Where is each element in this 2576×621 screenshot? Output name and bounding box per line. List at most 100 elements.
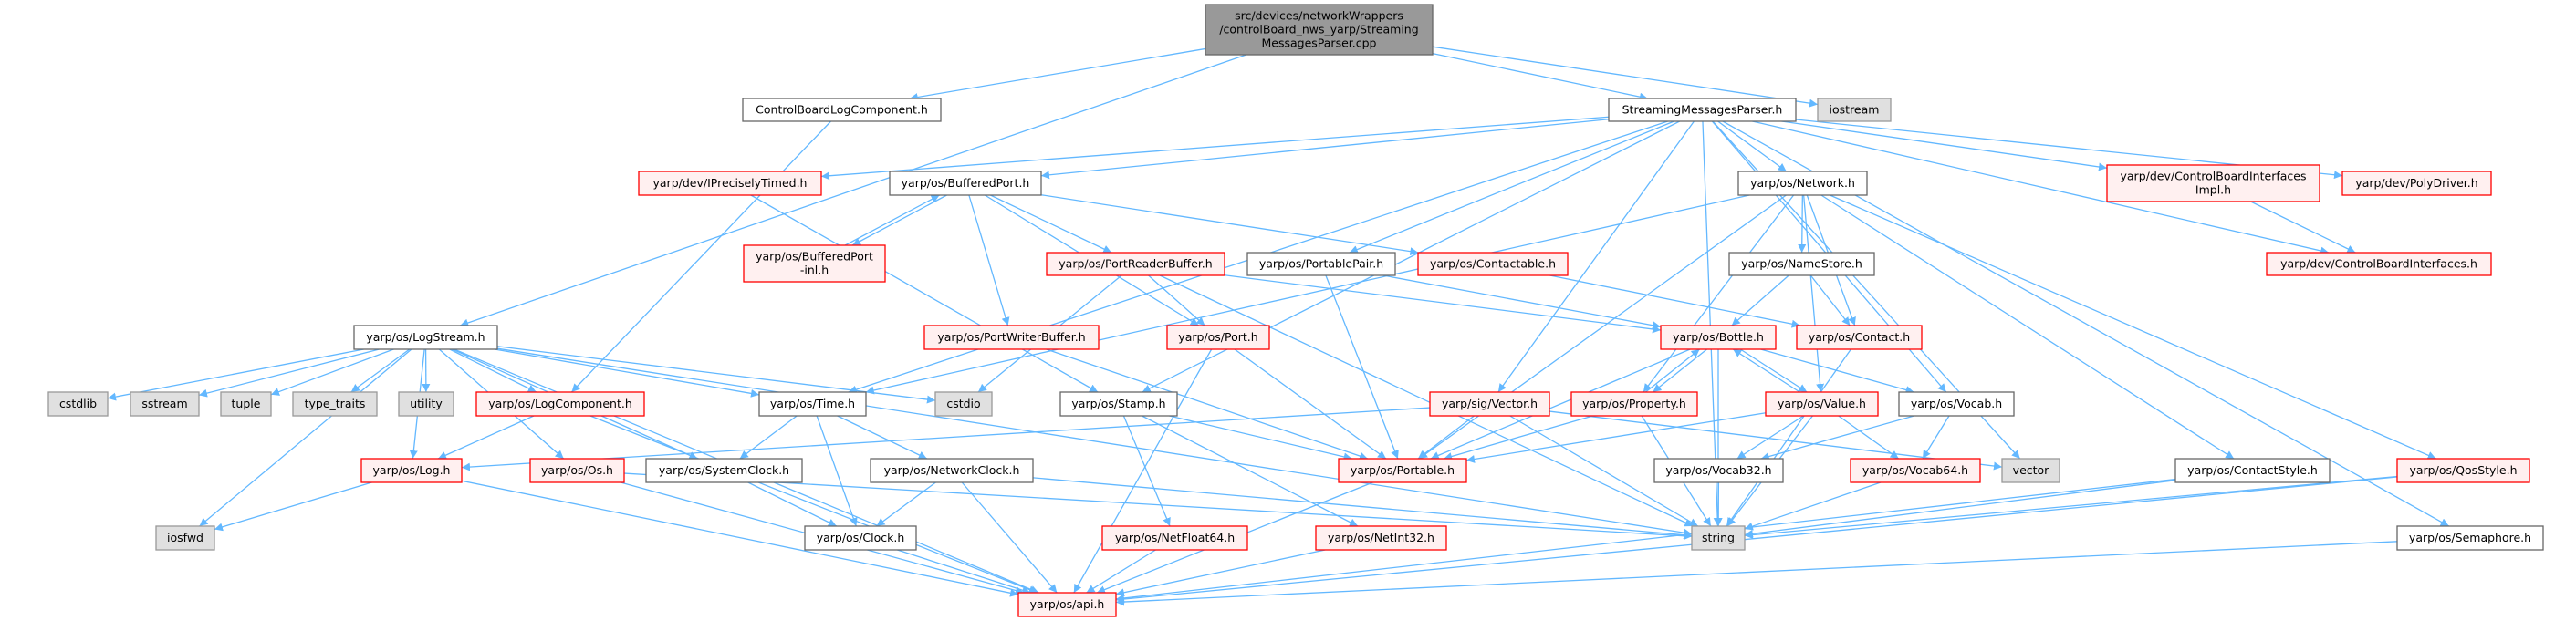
node-vocab-box[interactable] bbox=[1898, 391, 2015, 417]
node-api[interactable]: yarp/os/api.h bbox=[1017, 592, 1117, 617]
node-netint32-box[interactable] bbox=[1315, 525, 1447, 551]
node-string[interactable]: string bbox=[1691, 525, 1746, 551]
node-portwriterbuffer-box[interactable] bbox=[923, 325, 1100, 350]
node-namestore[interactable]: yarp/os/NameStore.h bbox=[1728, 252, 1875, 276]
node-portwriterbuffer[interactable]: yarp/os/PortWriterBuffer.h bbox=[923, 325, 1100, 350]
node-stamp-box[interactable] bbox=[1059, 391, 1178, 417]
node-contactstyle[interactable]: yarp/os/ContactStyle.h bbox=[2174, 458, 2331, 483]
node-vocab64-box[interactable] bbox=[1850, 458, 1981, 483]
node-logstream-box[interactable] bbox=[353, 325, 498, 350]
node-bufferedport-box[interactable] bbox=[889, 171, 1042, 196]
node-bottle-box[interactable] bbox=[1660, 325, 1777, 350]
node-os-box[interactable] bbox=[529, 458, 625, 483]
node-property[interactable]: yarp/os/Property.h bbox=[1570, 391, 1698, 417]
node-cblogcomp[interactable]: ControlBoardLogComponent.h bbox=[742, 98, 942, 122]
node-property-box[interactable] bbox=[1570, 391, 1698, 417]
node-bufferedportinl-box[interactable] bbox=[743, 244, 886, 283]
node-tuple[interactable]: tuple bbox=[220, 391, 272, 417]
node-type_traits-box[interactable] bbox=[292, 391, 378, 417]
node-portreaderbuffer[interactable]: yarp/os/PortReaderBuffer.h bbox=[1046, 252, 1225, 276]
node-portable-box[interactable] bbox=[1338, 458, 1467, 483]
node-networkclock-box[interactable] bbox=[870, 458, 1034, 483]
node-tuple-box[interactable] bbox=[220, 391, 272, 417]
node-logcomponent-box[interactable] bbox=[475, 391, 645, 417]
node-polydriver-box[interactable] bbox=[2341, 171, 2492, 196]
node-vector[interactable]: vector bbox=[2001, 458, 2060, 483]
node-vector-box[interactable] bbox=[2001, 458, 2060, 483]
node-type_traits[interactable]: type_traits bbox=[292, 391, 378, 417]
node-netint32[interactable]: yarp/os/NetInt32.h bbox=[1315, 525, 1447, 551]
node-vocab32-box[interactable] bbox=[1653, 458, 1784, 483]
node-bottle[interactable]: yarp/os/Bottle.h bbox=[1660, 325, 1777, 350]
node-iostream[interactable]: iostream bbox=[1817, 98, 1892, 122]
node-utility-box[interactable] bbox=[398, 391, 454, 417]
node-iosfwd[interactable]: iosfwd bbox=[155, 525, 215, 551]
node-clock[interactable]: yarp/os/Clock.h bbox=[804, 525, 917, 551]
node-string-box[interactable] bbox=[1691, 525, 1746, 551]
node-stamp[interactable]: yarp/os/Stamp.h bbox=[1059, 391, 1178, 417]
node-api-box[interactable] bbox=[1017, 592, 1117, 617]
node-portreaderbuffer-box[interactable] bbox=[1046, 252, 1225, 276]
node-log-box[interactable] bbox=[360, 458, 463, 483]
node-qosstyle[interactable]: yarp/os/QosStyle.h bbox=[2396, 458, 2530, 483]
node-cbi-box[interactable] bbox=[2266, 252, 2492, 276]
node-utility[interactable]: utility bbox=[398, 391, 454, 417]
node-os[interactable]: yarp/os/Os.h bbox=[529, 458, 625, 483]
node-smp[interactable]: StreamingMessagesParser.h bbox=[1608, 98, 1797, 122]
node-portablepair[interactable]: yarp/os/PortablePair.h bbox=[1246, 252, 1396, 276]
node-vocab[interactable]: yarp/os/Vocab.h bbox=[1898, 391, 2015, 417]
node-contactstyle-box[interactable] bbox=[2174, 458, 2331, 483]
node-time-box[interactable] bbox=[758, 391, 867, 417]
node-contact[interactable]: yarp/os/Contact.h bbox=[1796, 325, 1923, 350]
node-vocab32[interactable]: yarp/os/Vocab32.h bbox=[1653, 458, 1784, 483]
node-cstdlib-box[interactable] bbox=[47, 391, 109, 417]
node-iosfwd-box[interactable] bbox=[155, 525, 215, 551]
node-bufferedport[interactable]: yarp/os/BufferedPort.h bbox=[889, 171, 1042, 196]
node-netfloat64-box[interactable] bbox=[1101, 525, 1248, 551]
node-contactable-box[interactable] bbox=[1417, 252, 1569, 276]
node-cbi[interactable]: yarp/dev/ControlBoardInterfaces.h bbox=[2266, 252, 2492, 276]
node-sstream-box[interactable] bbox=[130, 391, 200, 417]
node-time[interactable]: yarp/os/Time.h bbox=[758, 391, 867, 417]
node-polydriver[interactable]: yarp/dev/PolyDriver.h bbox=[2341, 171, 2492, 196]
node-root[interactable]: src/devices/networkWrappers/controlBoard… bbox=[1205, 4, 1434, 56]
node-iostream-box[interactable] bbox=[1817, 98, 1892, 122]
node-systemclock-box[interactable] bbox=[645, 458, 803, 483]
node-network[interactable]: yarp/os/Network.h bbox=[1737, 171, 1868, 196]
node-portablepair-box[interactable] bbox=[1246, 252, 1396, 276]
node-root-box[interactable] bbox=[1205, 4, 1434, 56]
node-network-box[interactable] bbox=[1737, 171, 1868, 196]
node-systemclock[interactable]: yarp/os/SystemClock.h bbox=[645, 458, 803, 483]
node-port[interactable]: yarp/os/Port.h bbox=[1166, 325, 1270, 350]
node-cstdio[interactable]: cstdio bbox=[934, 391, 993, 417]
node-iprecisely[interactable]: yarp/dev/IPreciselyTimed.h bbox=[638, 171, 822, 196]
node-portable[interactable]: yarp/os/Portable.h bbox=[1338, 458, 1467, 483]
node-qosstyle-box[interactable] bbox=[2396, 458, 2530, 483]
node-cbiimpl-box[interactable] bbox=[2106, 164, 2320, 202]
node-logcomponent[interactable]: yarp/os/LogComponent.h bbox=[475, 391, 645, 417]
node-sigvector-box[interactable] bbox=[1429, 391, 1550, 417]
node-sigvector[interactable]: yarp/sig/Vector.h bbox=[1429, 391, 1550, 417]
node-cstdlib[interactable]: cstdlib bbox=[47, 391, 109, 417]
node-log[interactable]: yarp/os/Log.h bbox=[360, 458, 463, 483]
node-value-box[interactable] bbox=[1765, 391, 1879, 417]
node-namestore-box[interactable] bbox=[1728, 252, 1875, 276]
node-iprecisely-box[interactable] bbox=[638, 171, 822, 196]
node-networkclock[interactable]: yarp/os/NetworkClock.h bbox=[870, 458, 1034, 483]
node-port-box[interactable] bbox=[1166, 325, 1270, 350]
node-netfloat64[interactable]: yarp/os/NetFloat64.h bbox=[1101, 525, 1248, 551]
node-clock-box[interactable] bbox=[804, 525, 917, 551]
node-logstream[interactable]: yarp/os/LogStream.h bbox=[353, 325, 498, 350]
node-bufferedportinl[interactable]: yarp/os/BufferedPort-inl.h bbox=[743, 244, 886, 283]
node-cblogcomp-box[interactable] bbox=[742, 98, 942, 122]
node-semaphore[interactable]: yarp/os/Semaphore.h bbox=[2396, 525, 2544, 551]
node-cstdio-box[interactable] bbox=[934, 391, 993, 417]
node-contact-box[interactable] bbox=[1796, 325, 1923, 350]
node-value[interactable]: yarp/os/Value.h bbox=[1765, 391, 1879, 417]
node-smp-box[interactable] bbox=[1608, 98, 1797, 122]
node-semaphore-box[interactable] bbox=[2396, 525, 2544, 551]
node-contactable[interactable]: yarp/os/Contactable.h bbox=[1417, 252, 1569, 276]
node-sstream[interactable]: sstream bbox=[130, 391, 200, 417]
node-vocab64[interactable]: yarp/os/Vocab64.h bbox=[1850, 458, 1981, 483]
